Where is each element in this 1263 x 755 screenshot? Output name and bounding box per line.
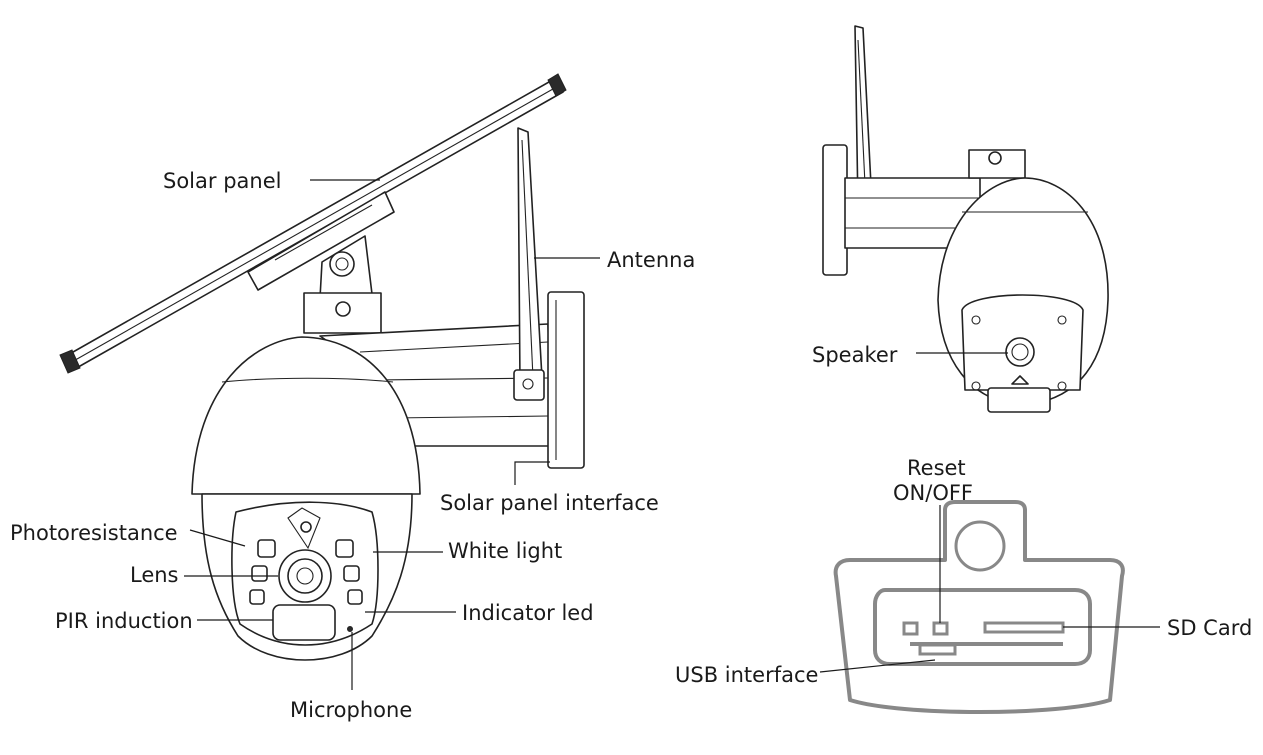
label-photoresistance: Photoresistance <box>10 521 178 545</box>
callout-lines <box>184 179 1160 690</box>
slot-panel <box>833 500 1125 714</box>
label-reset: Reset <box>907 456 966 480</box>
labels: Solar panel Antenna Solar panel interfac… <box>10 169 1252 722</box>
label-sd-card: SD Card <box>1167 616 1252 640</box>
label-solar-panel: Solar panel <box>163 169 281 193</box>
label-usb-interface: USB interface <box>675 663 818 687</box>
antenna-drawing <box>513 127 545 401</box>
solar-panel-drawing <box>59 73 567 374</box>
label-solar-panel-interface: Solar panel interface <box>440 491 659 515</box>
rear-wall-plate-drawing <box>822 144 1026 276</box>
rear-camera <box>822 25 1109 413</box>
label-antenna: Antenna <box>607 248 695 272</box>
label-microphone: Microphone <box>290 698 412 722</box>
label-speaker: Speaker <box>812 343 898 367</box>
panel-mount-drawing <box>303 235 382 334</box>
wall-plate-drawing <box>547 291 585 469</box>
label-pir-induction: PIR induction <box>55 609 193 633</box>
main-camera <box>59 73 585 661</box>
lower-housing-drawing <box>201 493 413 661</box>
label-lens: Lens <box>130 563 179 587</box>
label-indicator-led: Indicator led <box>462 601 594 625</box>
rear-dome-drawing <box>937 177 1109 413</box>
label-on-off: ON/OFF <box>893 481 973 505</box>
label-white-light: White light <box>448 539 562 563</box>
